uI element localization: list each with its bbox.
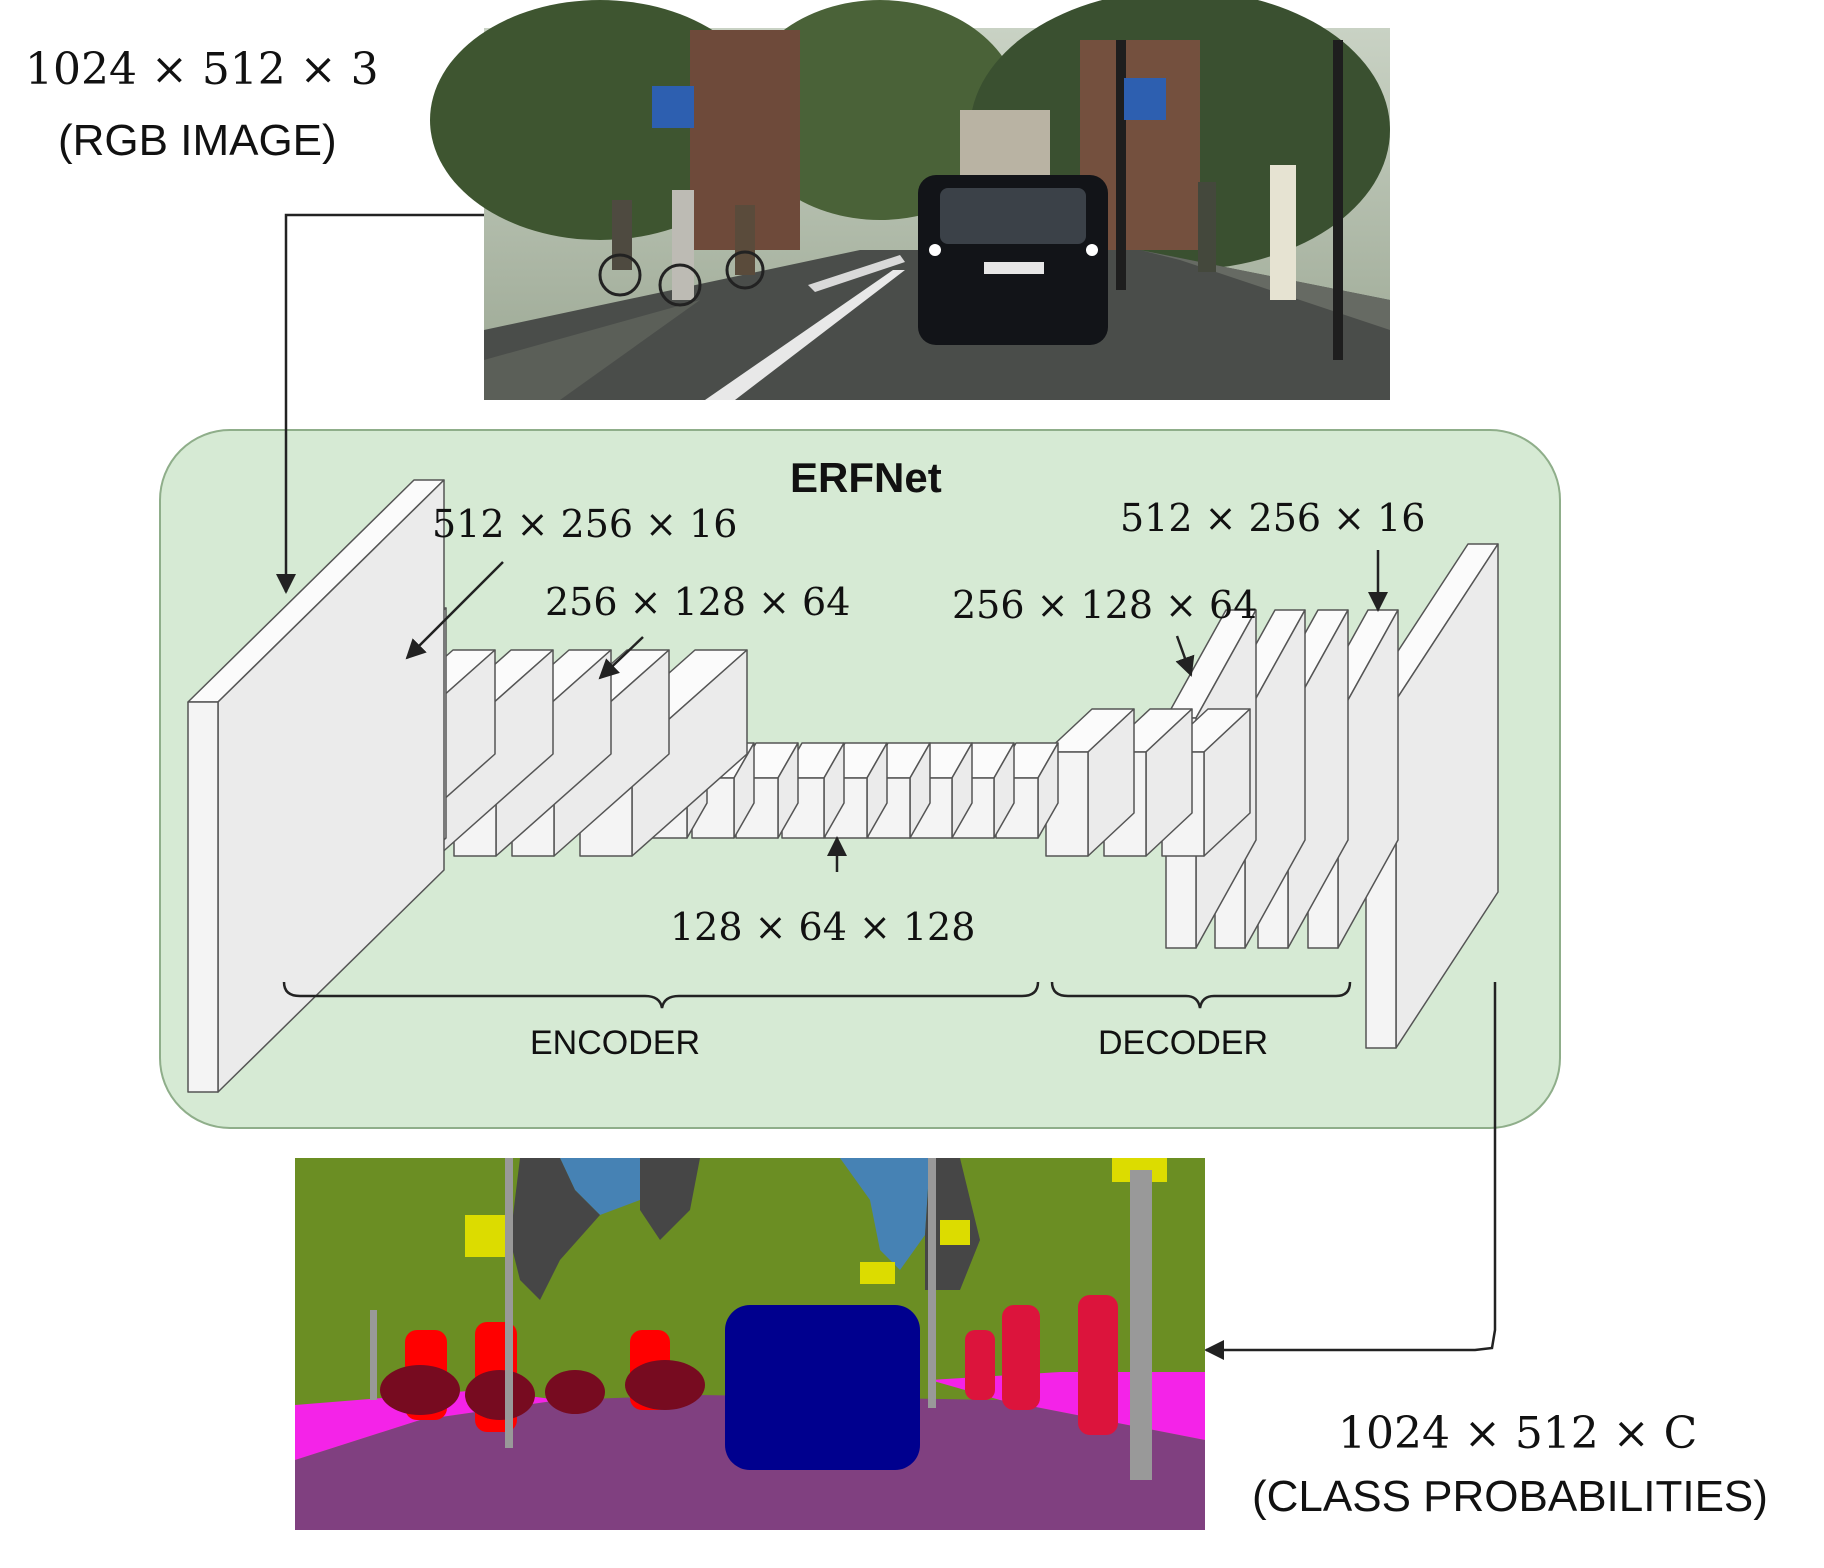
flow-connectors: [276, 213, 1497, 1360]
decoder-block: [1045, 708, 1135, 857]
bottleneck-dims-label: 128 × 64 × 128: [670, 905, 976, 949]
dec-second-dims-label: 512 × 256 × 16: [1120, 496, 1426, 540]
input-caption-label: (RGB IMAGE): [58, 116, 337, 165]
output-feature-block: [1365, 543, 1499, 1049]
encoder-brace: [282, 981, 1040, 1009]
enc-second-dims-label: 256 × 128 × 64: [545, 580, 851, 624]
encoder-label: ENCODER: [530, 1024, 701, 1062]
network-title: ERFNet: [790, 454, 942, 501]
decoder-brace: [1050, 981, 1352, 1009]
input-dims-label: 1024 × 512 × 3: [25, 44, 379, 95]
input-feature-block: [187, 479, 445, 1093]
enc-second-pointer: [598, 636, 644, 680]
network-to-output-arrow: [1204, 982, 1497, 1360]
dec-first-pointer: [1175, 635, 1195, 677]
braces: [282, 981, 1352, 1009]
dec-first-dims-label: 256 × 128 × 64: [952, 583, 1258, 627]
enc-first-dims-label: 512 × 256 × 16: [432, 502, 738, 546]
output-caption-label: (CLASS PROBABILITIES): [1252, 1472, 1768, 1521]
output-dims-label: 1024 × 512 × C: [1338, 1408, 1698, 1459]
enc-first-pointer: [405, 561, 504, 660]
output-segmentation-map: [295, 1158, 1205, 1530]
network-blocks: [187, 479, 1499, 1093]
input-rgb-image: [430, 0, 1390, 400]
decoder-label: DECODER: [1098, 1024, 1269, 1062]
input-to-network-arrow: [276, 213, 484, 594]
pointer-arrows: [405, 550, 1388, 872]
